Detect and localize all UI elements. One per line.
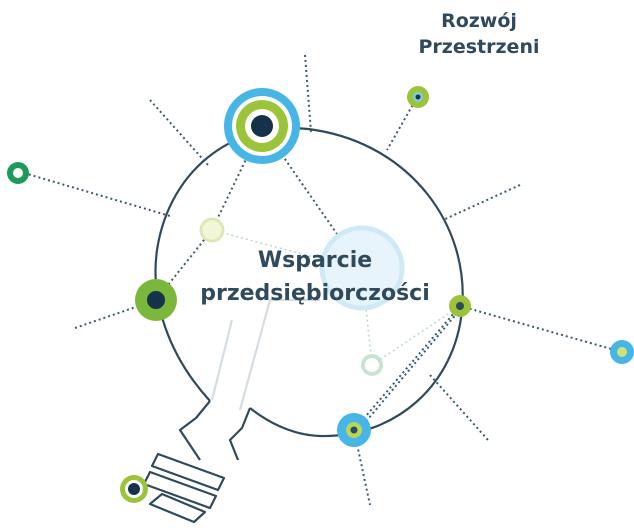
label-wsparcie-przedsiebiorczosci: Wsparcie przedsiębiorczości: [180, 244, 450, 310]
faint-node-center-glow: [319, 225, 405, 311]
network-node-icon-right: [449, 295, 471, 317]
network-node-icon-far-left: [7, 162, 29, 184]
lightbulb-icon: [142, 127, 464, 524]
network-node-icon-top: [224, 88, 300, 164]
network-node-icon-left: [135, 279, 177, 321]
faint-nodes: [199, 217, 405, 376]
label-center-line1: Wsparcie: [257, 248, 373, 273]
label-top-line2: Przestrzeni: [418, 36, 540, 58]
label-top-line1: Rozwój: [441, 10, 517, 32]
network-node-icon-base: [120, 475, 148, 503]
label-rozwoj-przestrzeni: Rozwój Przestrzeni: [384, 8, 574, 60]
faint-node-left: [199, 217, 225, 243]
label-center-line2: przedsiębiorczości: [200, 281, 430, 306]
network-node-icon-far-right: [610, 340, 634, 364]
network-node-icon-top-right: [407, 86, 429, 108]
network-node-icon-bottom: [337, 413, 371, 447]
faint-node-lower: [361, 354, 383, 376]
